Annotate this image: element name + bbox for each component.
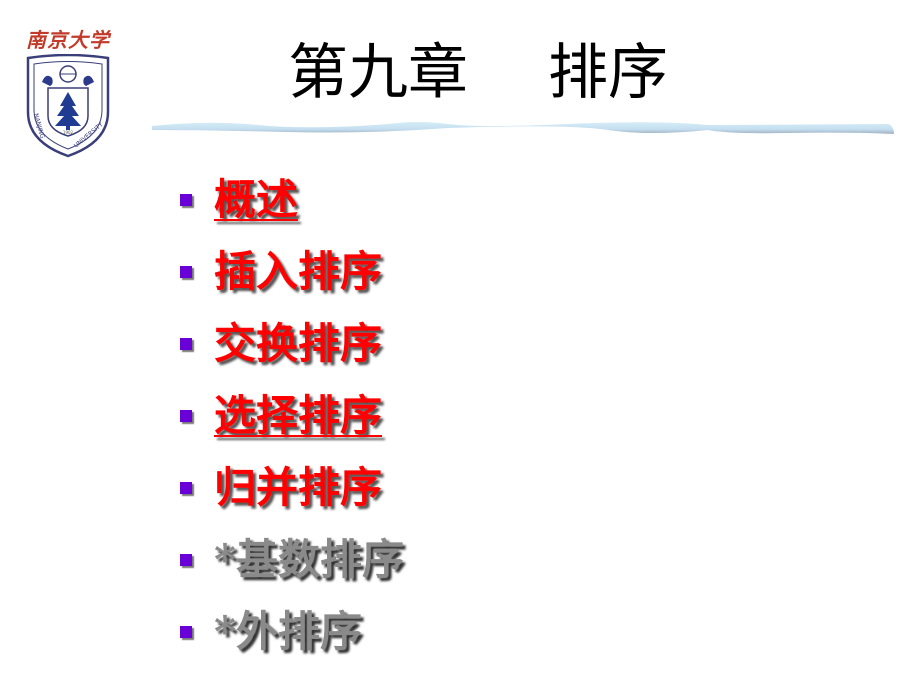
square-bullet-icon — [180, 266, 192, 278]
item-label[interactable]: 选择排序 — [214, 390, 383, 440]
item-label[interactable]: 概述 — [214, 174, 299, 224]
topic-list: 概述 插入排序 交换排序 选择排序 归并排序 *基数排序 *外排序 — [180, 160, 404, 664]
list-item-insertion-sort[interactable]: 插入排序 — [180, 232, 404, 304]
university-logo: 南京大学 1902 NANJING UNIVERSITY — [18, 18, 118, 160]
title-topic: 排序 — [548, 38, 668, 108]
item-label: 交换排序 — [214, 318, 383, 368]
item-label: *外排序 — [214, 606, 362, 656]
item-label: 插入排序 — [214, 246, 383, 296]
square-bullet-icon — [180, 554, 192, 566]
list-item-radix-sort[interactable]: *基数排序 — [180, 520, 404, 592]
svg-text:1902: 1902 — [63, 130, 74, 135]
university-crest-icon: 1902 NANJING UNIVERSITY — [26, 54, 110, 158]
item-label: *基数排序 — [214, 534, 404, 584]
square-bullet-icon — [180, 482, 192, 494]
list-item-external-sort[interactable]: *外排序 — [180, 592, 404, 664]
logo-chinese-name: 南京大学 — [26, 28, 110, 52]
list-item-overview[interactable]: 概述 — [180, 160, 404, 232]
list-item-merge-sort[interactable]: 归并排序 — [180, 448, 404, 520]
title-divider — [152, 122, 894, 134]
slide-title: 第九章 排序 — [288, 28, 668, 118]
list-item-selection-sort[interactable]: 选择排序 — [180, 376, 404, 448]
square-bullet-icon — [180, 626, 192, 638]
square-bullet-icon — [180, 338, 192, 350]
square-bullet-icon — [180, 194, 192, 206]
square-bullet-icon — [180, 410, 192, 422]
item-label: 归并排序 — [214, 462, 383, 512]
title-chapter: 第九章 — [288, 38, 468, 108]
list-item-exchange-sort[interactable]: 交换排序 — [180, 304, 404, 376]
